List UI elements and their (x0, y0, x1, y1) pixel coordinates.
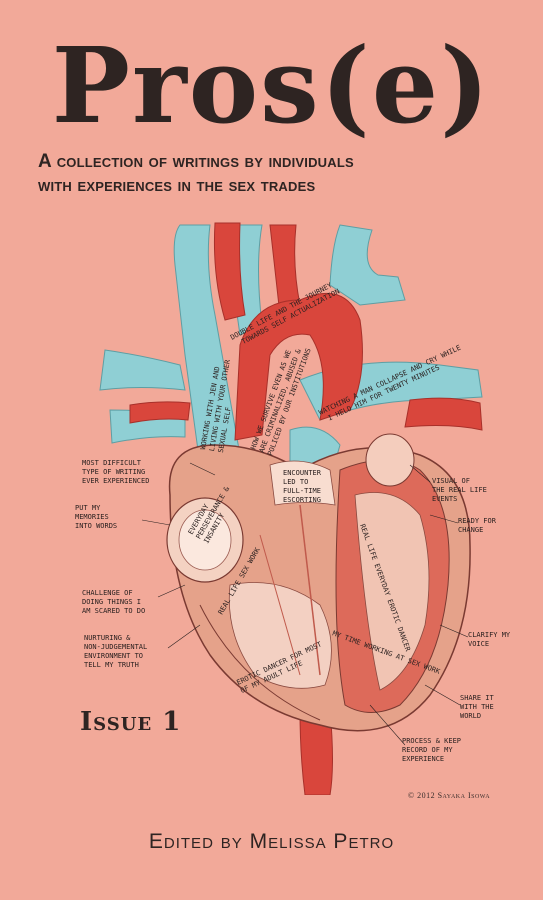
annotation-leader-lines (141, 462, 469, 746)
subtitle-line-2: with experiences in the sex trades (38, 175, 316, 196)
issue-number: Issue 1 (80, 707, 182, 737)
heart-body (166, 433, 471, 732)
editor-credit: Edited by Melissa Petro (148, 830, 395, 853)
book-title: Pros(e) (51, 24, 492, 147)
subtitle-line-1: A collection of writings by individuals (38, 151, 354, 172)
red-vessels (129, 222, 483, 795)
illustration-copyright: © 2012 Sayaka Isowa (408, 791, 491, 800)
annotation-10: WORKING WITH JEN ANDLIVING WITH YOUR OTH… (199, 357, 241, 454)
book-subtitle: A collection of writings by individuals … (38, 150, 518, 198)
